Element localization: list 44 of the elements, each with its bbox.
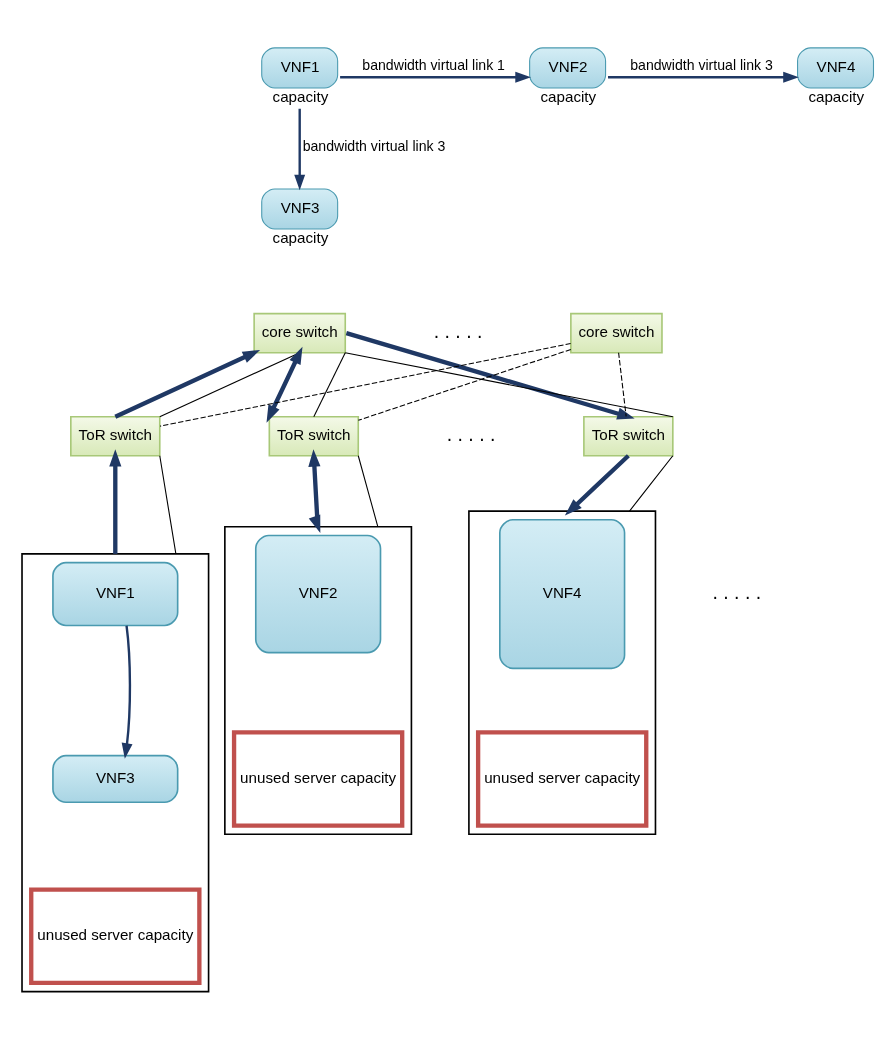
cluster	[20, 552, 209, 992]
connector	[357, 454, 378, 527]
node-box: core switch	[252, 312, 346, 353]
arrow	[293, 108, 305, 190]
connector	[312, 351, 346, 417]
arrow	[266, 346, 302, 423]
node-box: core switch	[569, 312, 663, 353]
node-box: ToR switch	[268, 415, 359, 457]
arrow	[113, 349, 260, 419]
arrow	[108, 448, 121, 554]
node-box: ToR switch	[69, 415, 161, 457]
node-label: capacity	[272, 228, 328, 246]
node-label: capacity	[807, 87, 864, 105]
cluster	[467, 509, 656, 835]
arrow	[607, 71, 799, 83]
connector	[159, 342, 571, 427]
connector	[628, 454, 673, 512]
node-box: unused server capacity	[475, 729, 648, 828]
node-box: ToR switch	[582, 415, 674, 457]
connector	[158, 454, 176, 554]
edge-label: bandwidth virtual link 3	[302, 137, 445, 154]
node-box: VNF2	[254, 534, 381, 653]
node-label: capacity	[539, 87, 596, 105]
arrow	[121, 625, 132, 759]
connector	[357, 348, 571, 421]
label: . . . . .	[433, 319, 482, 342]
label: . . . . .	[446, 422, 495, 445]
node-box: unused server capacity	[231, 729, 404, 828]
connector	[158, 351, 300, 417]
node-box: VNF3	[51, 754, 178, 803]
arrow	[345, 330, 635, 419]
node-box: VNF4	[498, 518, 625, 669]
arrow	[339, 71, 531, 83]
arrow	[564, 453, 630, 516]
label: . . . . .	[711, 580, 761, 603]
node-box: VNF1	[51, 561, 178, 626]
cluster	[223, 525, 412, 835]
node-box: unused server capacity	[28, 886, 202, 985]
connector	[344, 351, 673, 417]
edge-label: bandwidth virtual link 1	[361, 56, 505, 73]
edge-label: bandwidth virtual link 3	[629, 56, 773, 73]
node-label: capacity	[272, 87, 328, 105]
arrow	[307, 448, 320, 533]
connector	[617, 351, 627, 417]
